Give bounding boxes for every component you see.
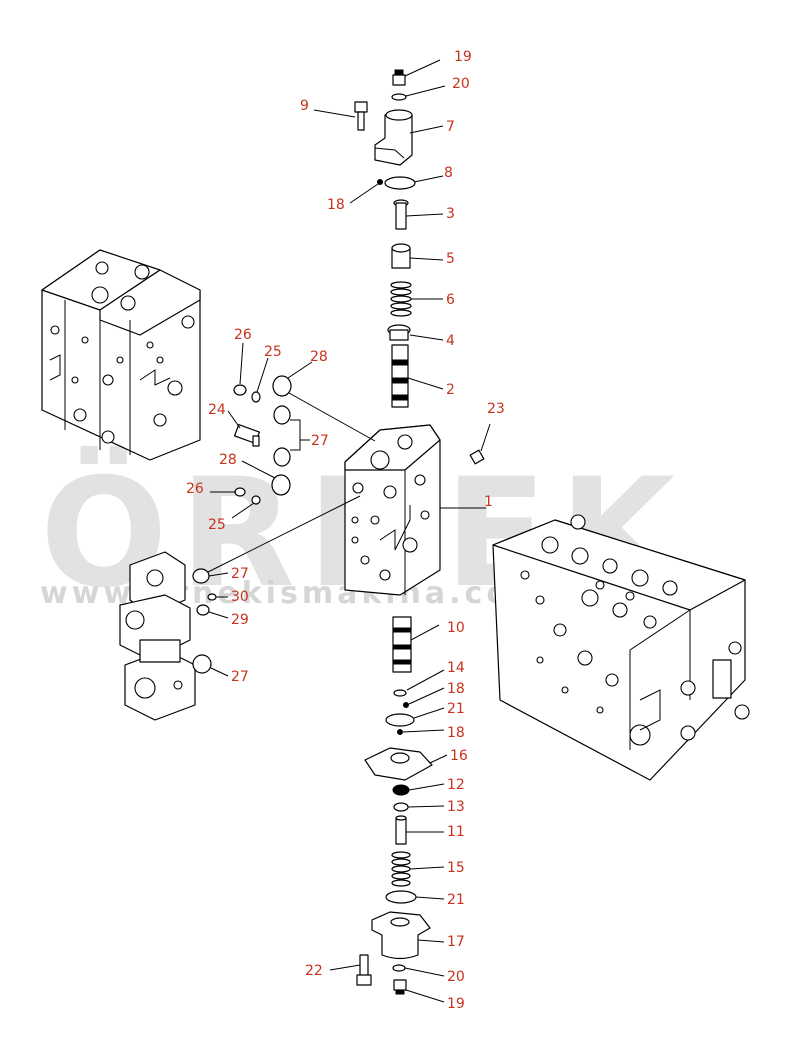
part-18-ball-mid-b xyxy=(397,729,403,735)
part-13-ring xyxy=(393,802,409,812)
callout-2: 2 xyxy=(446,382,455,398)
callout-25-upper: 25 xyxy=(264,344,282,360)
callout-28-upper: 28 xyxy=(310,349,328,365)
callout-19-bottom: 19 xyxy=(447,996,465,1012)
part-18-ball-mid-a xyxy=(403,702,409,708)
part-21-oring-bottom xyxy=(385,890,417,904)
callout-9: 9 xyxy=(300,98,309,114)
callout-21-bottom: 21 xyxy=(447,892,465,908)
part-27-oring-upper-b xyxy=(273,447,291,467)
callout-13: 13 xyxy=(447,799,465,815)
callout-23: 23 xyxy=(487,401,505,417)
callout-27-mid: 27 xyxy=(231,566,249,582)
spool-stack-top xyxy=(354,69,485,465)
callout-18-mid-a: 18 xyxy=(447,681,465,697)
callout-10: 10 xyxy=(447,620,465,636)
callout-18-top: 18 xyxy=(327,197,345,213)
part-19-plug-bottom xyxy=(393,979,407,995)
callout-5: 5 xyxy=(446,251,455,267)
side-valve-sections-left xyxy=(119,551,196,721)
part-19-plug-top xyxy=(392,69,406,86)
callout-21-top: 21 xyxy=(447,701,465,717)
leader-lines-left-lower xyxy=(208,572,229,677)
part-25-ring-lower xyxy=(251,495,261,505)
part-22-bolt xyxy=(356,954,372,986)
part-11-stopper xyxy=(395,815,407,845)
part-24-valve xyxy=(234,423,260,447)
callout-27-low: 27 xyxy=(231,669,249,685)
callout-26-upper: 26 xyxy=(234,327,252,343)
callout-30: 30 xyxy=(231,589,249,605)
part-20-oring-bottom xyxy=(392,964,406,972)
callout-26-lower: 26 xyxy=(186,481,204,497)
valve-body-assembly-top-left xyxy=(41,249,201,461)
part-4-retainer xyxy=(387,324,411,341)
part-29-ring xyxy=(196,604,210,616)
callout-29: 29 xyxy=(231,612,249,628)
part-2-spool xyxy=(391,344,409,408)
callout-20-bottom: 20 xyxy=(447,969,465,985)
part-9-bolt xyxy=(354,101,368,131)
part-26-oring-upper xyxy=(233,384,247,396)
callout-19-top: 19 xyxy=(454,49,472,65)
part-25-ring-upper xyxy=(251,391,261,403)
part-15-spring xyxy=(391,851,411,887)
leader-lines xyxy=(207,59,491,1003)
part-16-flange xyxy=(364,747,433,781)
callout-17: 17 xyxy=(447,934,465,950)
callout-14: 14 xyxy=(447,660,465,676)
part-23-plug xyxy=(469,449,485,465)
callout-15: 15 xyxy=(447,860,465,876)
callout-8: 8 xyxy=(444,165,453,181)
part-8-oring xyxy=(384,176,416,190)
part-17-cap xyxy=(371,911,431,960)
part-6-spring-top xyxy=(390,281,412,317)
part-14-ring xyxy=(393,689,407,697)
part-27-oring-low xyxy=(192,654,212,674)
spool-stack-bottom xyxy=(356,616,433,995)
valve-assembly-right xyxy=(492,514,750,781)
callout-12: 12 xyxy=(447,777,465,793)
part-7-cap-top xyxy=(374,109,413,166)
callout-1: 1 xyxy=(484,494,493,510)
seal-parts-left xyxy=(192,375,292,674)
callouts: 19 20 9 7 8 18 3 5 6 4 2 23 1 10 14 18 2… xyxy=(186,49,505,1012)
callout-4: 4 xyxy=(446,333,455,349)
part-10-spool xyxy=(392,616,412,673)
part-3-stopper xyxy=(393,199,409,230)
part-26-oring-lower xyxy=(234,487,246,497)
part-28-oring-lower xyxy=(271,474,291,496)
callout-25-lower: 25 xyxy=(208,517,226,533)
part-30-ring xyxy=(207,593,217,601)
callout-28-lower: 28 xyxy=(219,452,237,468)
callout-24: 24 xyxy=(208,402,226,418)
callout-3: 3 xyxy=(446,206,455,222)
callout-27-upper: 27 xyxy=(311,433,329,449)
callout-18-mid-b: 18 xyxy=(447,725,465,741)
part-5-retainer xyxy=(391,243,411,269)
callout-6: 6 xyxy=(446,292,455,308)
callout-11: 11 xyxy=(447,824,465,840)
callout-7: 7 xyxy=(446,119,455,135)
part-20-oring-top xyxy=(391,93,407,101)
part-27-oring-upper-a xyxy=(273,405,291,425)
part-27-oring-mid xyxy=(192,568,210,584)
callout-16: 16 xyxy=(450,748,468,764)
callout-20-top: 20 xyxy=(452,76,470,92)
part-28-oring-upper xyxy=(272,375,292,397)
part-12-ring xyxy=(392,784,410,796)
main-valve-block xyxy=(344,424,441,596)
part-21-oring-top xyxy=(385,713,415,727)
callout-22: 22 xyxy=(305,963,323,979)
part-18-ball-top xyxy=(377,179,383,185)
